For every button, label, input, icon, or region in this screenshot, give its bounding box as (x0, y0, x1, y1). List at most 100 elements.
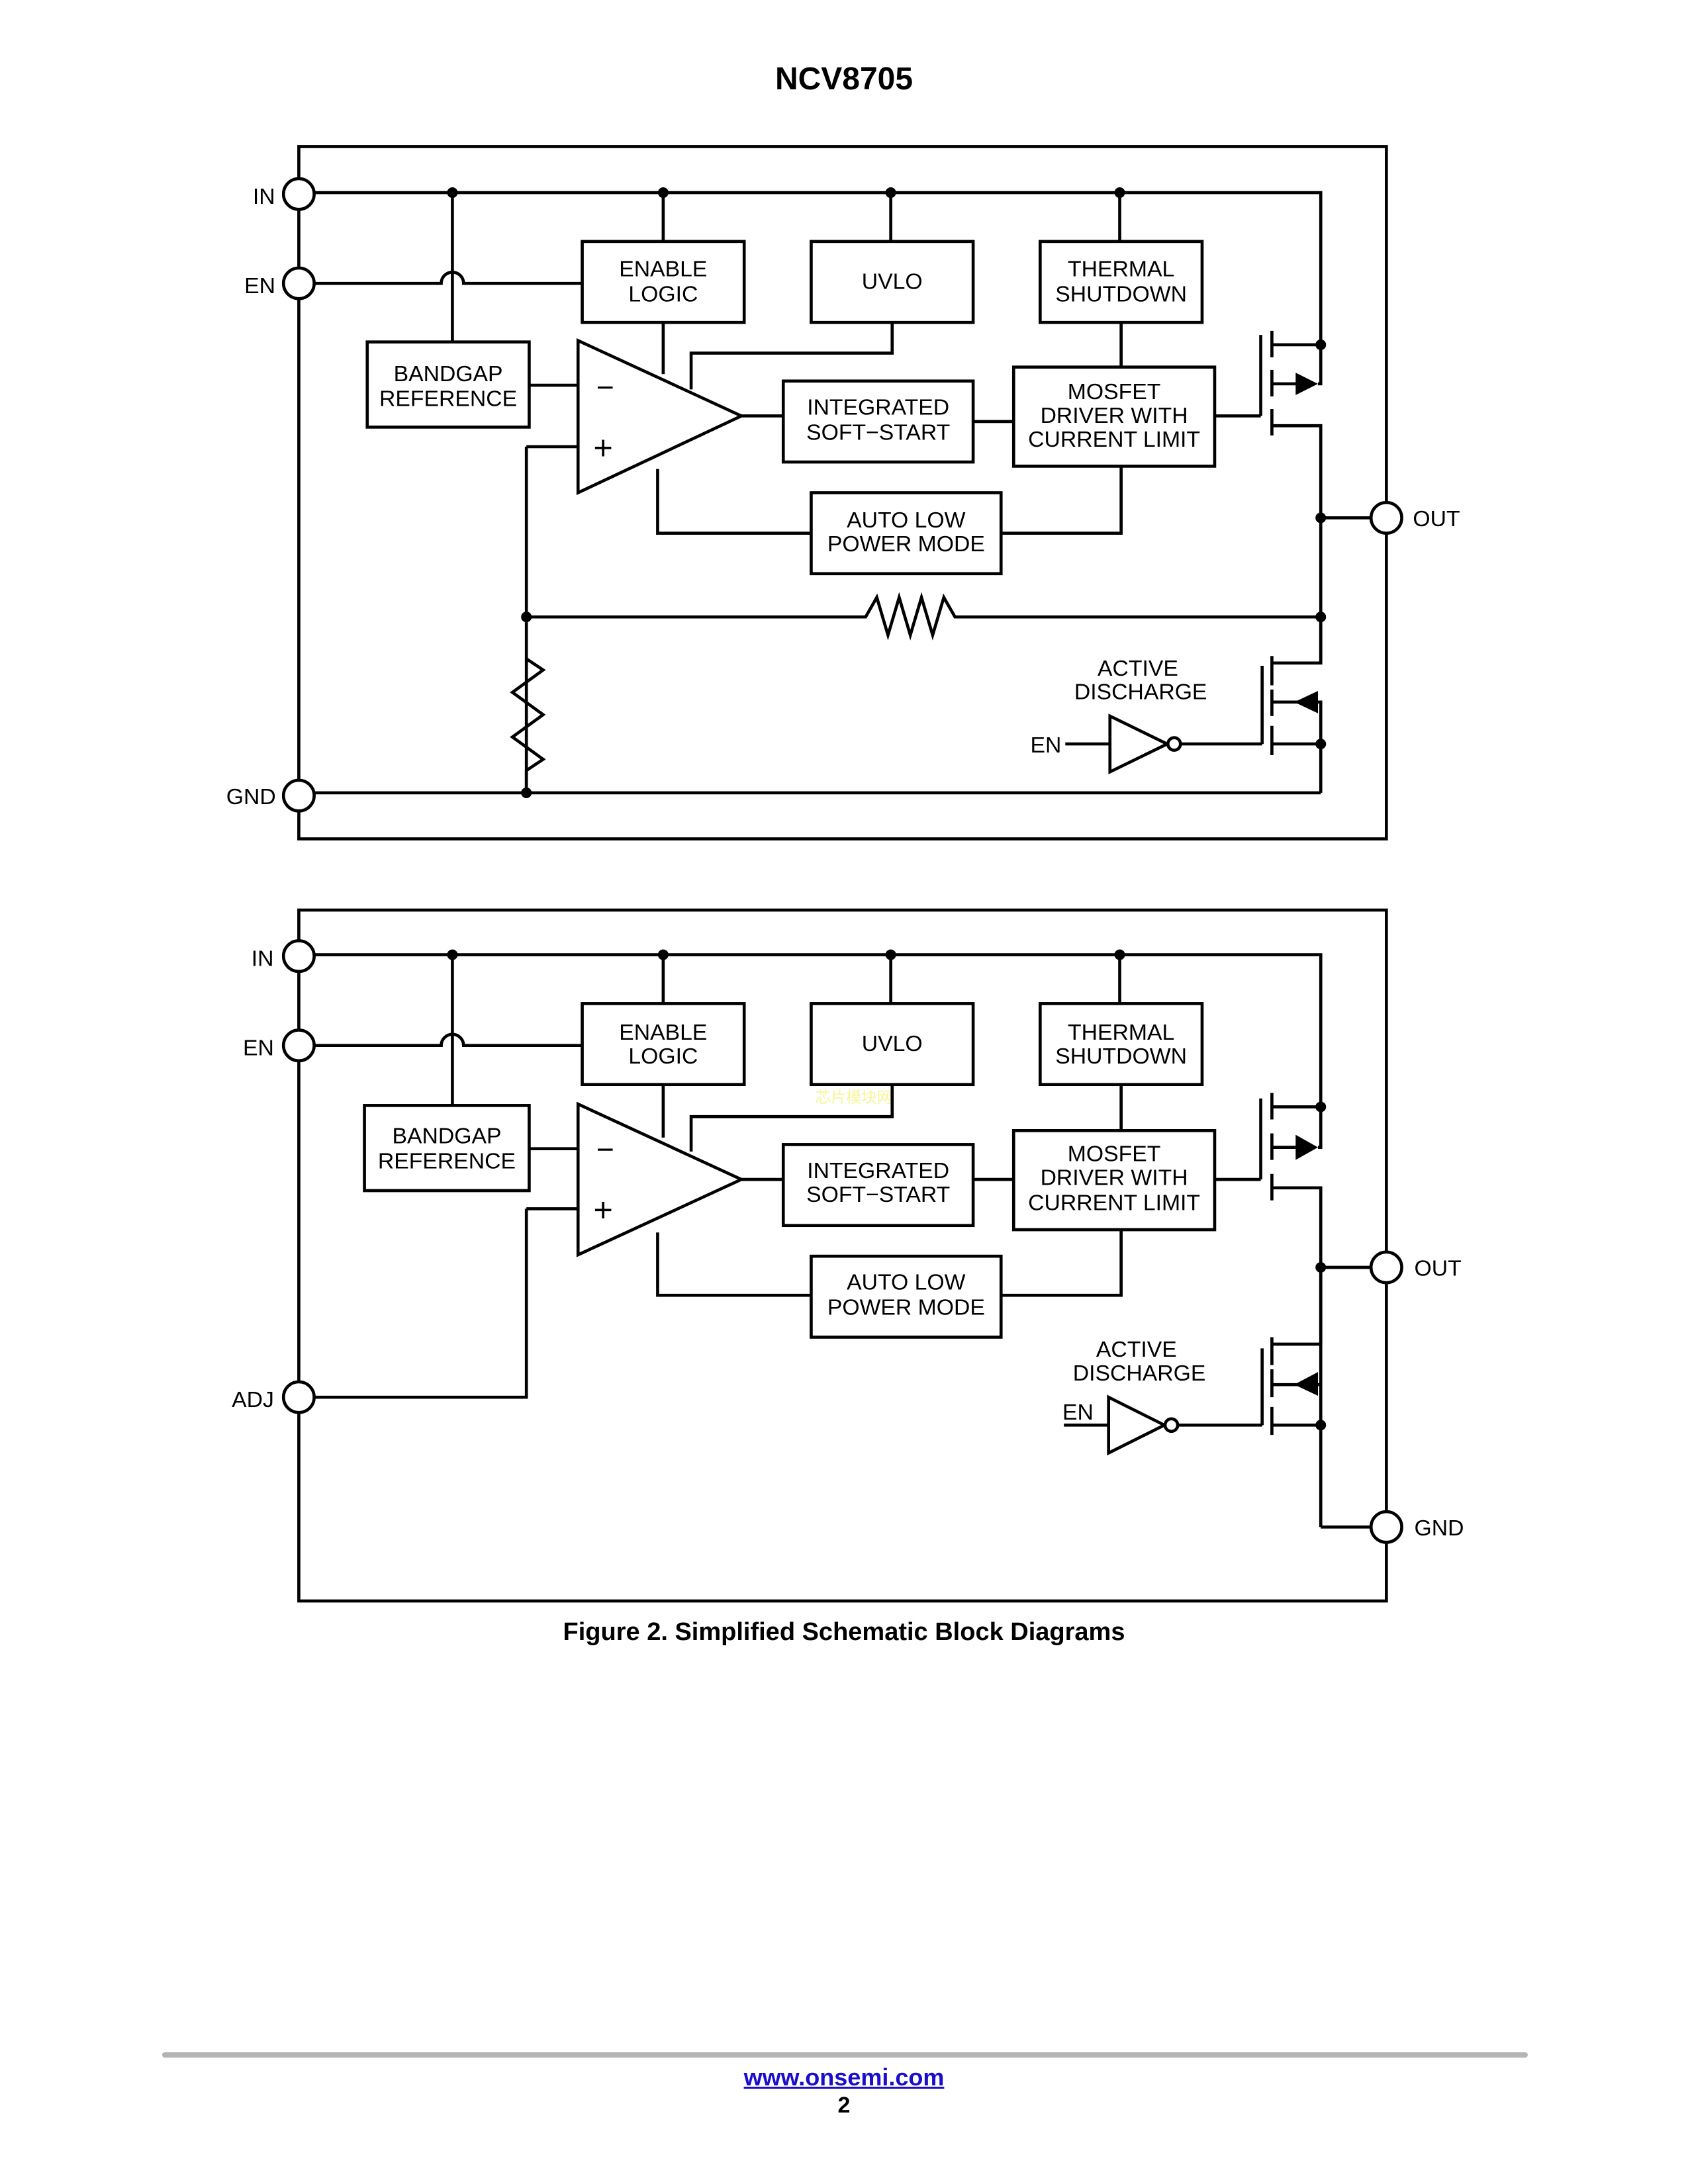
auto-low-power-block: AUTO LOW POWER MODE (810, 491, 1003, 576)
pin-label: OUT (1413, 506, 1460, 531)
wire (529, 1084, 1261, 1297)
pass-mosfet (1259, 330, 1327, 518)
in-rail (314, 953, 1323, 1107)
feedback-resistor-bottom (510, 657, 546, 793)
node-dot (521, 612, 532, 623)
block-label: MOSFET (1068, 1142, 1161, 1167)
block-label: THERMAL (1068, 257, 1174, 282)
amp-plus-sign: + (593, 429, 613, 467)
pin-gnd: GND (1369, 1510, 1464, 1544)
block-label: SHUTDOWN (1055, 282, 1187, 307)
block-label: LOGIC (628, 1044, 698, 1069)
thermal-shutdown-block: THERMAL SHUTDOWN (1038, 240, 1204, 324)
block-diagram-adjustable: ENABLE LOGIC UVLO 芯片模块网 THERMAL SHUTDOWN… (232, 908, 1464, 1603)
inverter-input-label: EN (1062, 1400, 1094, 1425)
block-label: DRIVER WITH (1041, 1165, 1188, 1191)
inverter-input-label: EN (1031, 733, 1062, 758)
block-label: UVLO (862, 1031, 923, 1056)
block-label: ENABLE (619, 257, 707, 282)
block-diagram-fixed: ENABLE LOGIC UVLO THERMAL SHUTDOWN BANDG… (226, 145, 1460, 841)
block-label: ACTIVE (1096, 1337, 1177, 1362)
error-amplifier: − + (576, 1101, 745, 1257)
wire (314, 1207, 1370, 1399)
pin-label: GND (1415, 1516, 1464, 1541)
block-label: UVLO (862, 269, 923, 295)
pin-label: ADJ (232, 1387, 274, 1412)
pin-adj: ADJ (232, 1380, 316, 1414)
pin-label: EN (243, 1035, 274, 1060)
feedback-resistor-top (526, 592, 1321, 641)
block-label: DISCHARGE (1073, 1361, 1206, 1386)
active-discharge: ACTIVE DISCHARGE EN (1062, 1267, 1370, 1529)
soft-start-block: INTEGRATED SOFT−START (781, 1143, 975, 1228)
mosfet-driver-block: MOSFET DRIVER WITH CURRENT LIMIT (1011, 365, 1217, 468)
block-label: AUTO LOW (847, 508, 965, 533)
block-label: DISCHARGE (1074, 680, 1207, 705)
block-label: INTEGRATED (807, 394, 949, 420)
block-label: BANDGAP (392, 1123, 501, 1148)
auto-low-power-block: AUTO LOW POWER MODE (810, 1254, 1003, 1339)
page-title: NCV8705 (774, 62, 914, 97)
pin-in: IN (253, 177, 316, 211)
block-label: DRIVER WITH (1041, 403, 1188, 428)
amp-plus-sign: + (593, 1191, 613, 1228)
block-label: POWER MODE (827, 1295, 985, 1320)
error-amplifier: − + (576, 338, 745, 496)
block-label: CURRENT LIMIT (1028, 1191, 1200, 1216)
block-label: CURRENT LIMIT (1028, 427, 1200, 452)
pin-label: IN (252, 946, 274, 971)
en-line (314, 270, 583, 285)
block-label: INTEGRATED (807, 1158, 949, 1183)
pin-en: EN (244, 266, 316, 300)
active-discharge: ACTIVE DISCHARGE EN (1031, 617, 1327, 793)
block-label: ACTIVE (1098, 656, 1178, 681)
uvlo-block: UVLO (810, 240, 975, 324)
amp-minus-sign: − (596, 1132, 614, 1167)
ic-outline (297, 145, 1388, 841)
watermark-text: 芯片模块网 (816, 1089, 892, 1106)
pin-gnd: GND (226, 778, 316, 813)
enable-logic-block: ENABLE LOGIC (581, 1002, 746, 1087)
wire (451, 193, 1121, 342)
node-dot (1315, 512, 1327, 523)
enable-logic-block: ENABLE LOGIC (581, 240, 746, 324)
block-label: REFERENCE (379, 387, 517, 412)
uvlo-block: UVLO (810, 1002, 975, 1087)
pin-out: OUT (1369, 1250, 1462, 1285)
pin-in: IN (252, 939, 316, 974)
block-label: MOSFET (1068, 379, 1161, 404)
pin-label: OUT (1415, 1256, 1462, 1281)
amp-minus-sign: − (596, 370, 614, 404)
block-label: POWER MODE (827, 531, 985, 557)
block-label: BANDGAP (394, 361, 503, 387)
block-label: LOGIC (628, 282, 698, 307)
block-label: SOFT−START (806, 420, 950, 445)
block-label: AUTO LOW (847, 1270, 965, 1295)
bandgap-reference-block: BANDGAP REFERENCE (365, 340, 531, 429)
en-line (314, 1032, 583, 1047)
wire (529, 322, 1261, 535)
wire (524, 445, 1370, 793)
block-label: SHUTDOWN (1055, 1044, 1187, 1069)
figure-caption: Figure 2. Simplified Schematic Block Dia… (563, 1618, 1125, 1646)
in-rail (314, 191, 1323, 345)
block-label: THERMAL (1068, 1020, 1174, 1045)
pin-label: GND (226, 784, 276, 809)
block-label: ENABLE (619, 1020, 707, 1045)
footer-divider (162, 2052, 1528, 2058)
block-label: SOFT−START (806, 1182, 950, 1207)
pin-label: EN (244, 273, 275, 298)
page-number: 2 (837, 2093, 851, 2118)
mosfet-driver-block: MOSFET DRIVER WITH CURRENT LIMIT (1011, 1128, 1217, 1232)
website-link[interactable]: www.onsemi.com (743, 2064, 945, 2091)
wire (451, 954, 1121, 1106)
soft-start-block: INTEGRATED SOFT−START (781, 379, 975, 464)
pin-label: IN (253, 184, 275, 209)
pin-en: EN (243, 1028, 316, 1063)
node-dot (521, 787, 532, 798)
pin-out: OUT (1369, 500, 1460, 535)
bandgap-reference-block: BANDGAP REFERENCE (363, 1104, 531, 1193)
pass-mosfet (1259, 1093, 1327, 1527)
thermal-shutdown-block: THERMAL SHUTDOWN (1038, 1002, 1204, 1087)
